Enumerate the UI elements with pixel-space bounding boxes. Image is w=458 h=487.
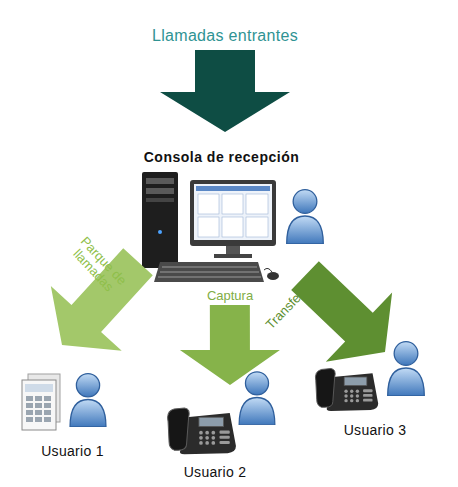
block-arrow [160, 50, 290, 132]
softphone [22, 374, 60, 430]
node-label: Usuario 2 [184, 464, 247, 480]
user-icon [388, 342, 425, 396]
mouse-cable [264, 268, 272, 272]
softphone-window [22, 380, 56, 430]
mouse [267, 272, 279, 280]
monitor-base [214, 254, 252, 258]
edge-label: Captura [190, 289, 270, 303]
drive-bay [146, 188, 174, 194]
user-icon [70, 374, 106, 427]
user-node: Usuario 3 [325, 352, 425, 440]
node-label: Llamadas entrantes [152, 27, 298, 45]
drive-bay [146, 198, 174, 202]
source-node: Llamadas entrantes [120, 22, 330, 50]
window-bar [196, 186, 270, 191]
node-label: Consola de recepción [144, 149, 299, 165]
operator-icon [287, 190, 324, 244]
desk-phone [168, 408, 236, 454]
monitor-bezel [190, 180, 276, 246]
node-label: Usuario 3 [344, 422, 407, 438]
power-led [158, 230, 162, 234]
softphone-display [25, 384, 53, 392]
reception-computer [142, 172, 279, 282]
pc-tower [142, 172, 178, 268]
user-icon [239, 372, 275, 425]
user-node: Usuario 2 [165, 385, 265, 482]
keyboard-keys [158, 267, 261, 277]
drive-bay [146, 178, 174, 184]
desk-phone [315, 369, 378, 412]
user-node: Usuario 1 [20, 345, 125, 465]
screen-panels [198, 194, 268, 237]
monitor-screen [194, 184, 272, 240]
block-arrow [180, 305, 280, 385]
keyboard [154, 262, 264, 282]
softphone-keypad [26, 396, 51, 422]
node-label: Usuario 1 [41, 443, 104, 459]
console-node: Consola de recepción [138, 132, 305, 305]
monitor-stand [226, 246, 240, 254]
